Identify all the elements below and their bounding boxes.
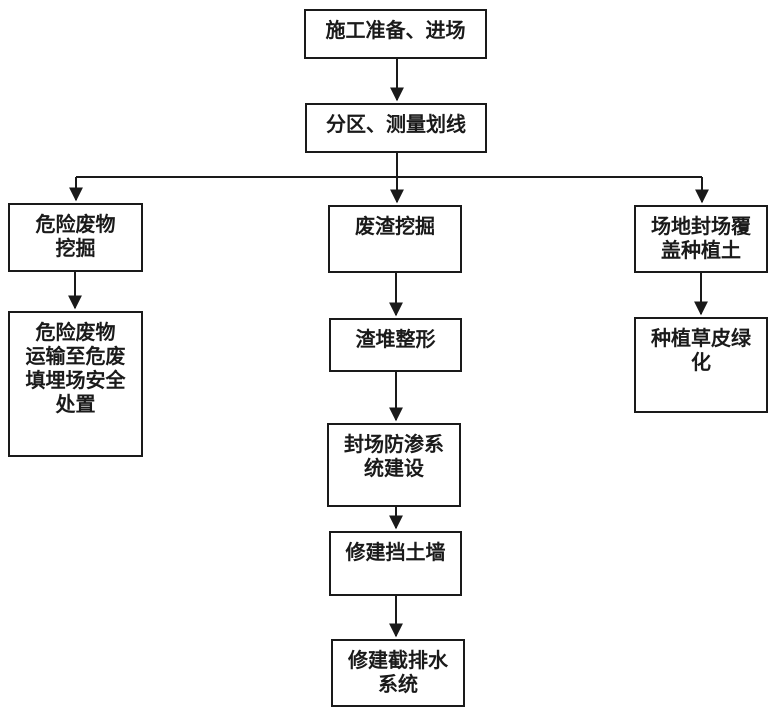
node-drainage-interception-system: 修建截排水 系统 — [331, 639, 465, 707]
node-grass-planting-greening: 种植草皮绿 化 — [634, 317, 768, 413]
node-hazardous-waste-transport-disposal: 危险废物 运输至危废 填埋场安全 处置 — [8, 311, 143, 457]
node-site-capping-planting-soil: 场地封场覆 盖种植土 — [634, 205, 768, 273]
node-waste-residue-excavation: 废渣挖掘 — [328, 205, 462, 273]
node-slag-pile-shaping: 渣堆整形 — [329, 318, 462, 372]
node-construction-preparation: 施工准备、进场 — [304, 9, 487, 59]
node-capping-antiseepage-system: 封场防渗系 统建设 — [327, 423, 461, 507]
node-zoning-measuring: 分区、测量划线 — [305, 103, 487, 153]
node-hazardous-waste-excavation: 危险废物 挖掘 — [8, 203, 143, 272]
node-retaining-wall: 修建挡土墙 — [329, 531, 462, 596]
